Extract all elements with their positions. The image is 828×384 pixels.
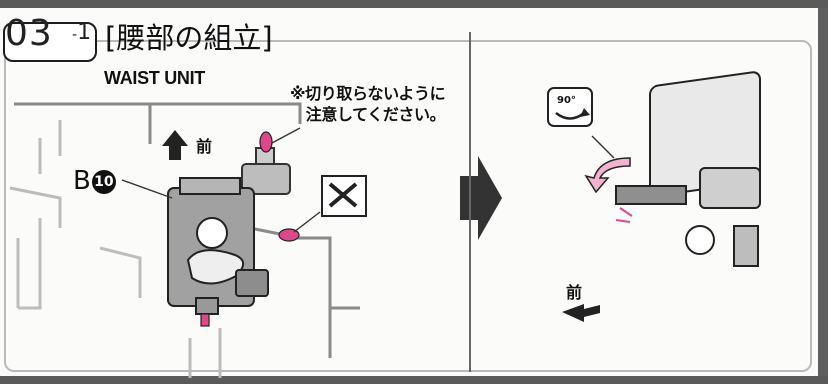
leader-lines xyxy=(121,127,321,233)
rotation-label: 90° xyxy=(557,95,576,106)
front-arrow-right xyxy=(562,304,600,322)
caution-note: ※切り取らないように 注意してください。 xyxy=(290,83,446,125)
front-label-left: 前 xyxy=(196,137,213,156)
step-sub-number: -1 xyxy=(72,20,92,45)
page-edge xyxy=(818,8,828,376)
front-label-right: 前 xyxy=(566,283,583,302)
step-badge xyxy=(3,22,97,62)
panel-divider xyxy=(469,32,471,372)
rotation-arrow xyxy=(584,135,631,194)
caution-line-1: ※切り取らないように xyxy=(290,84,446,103)
part-number-badge: 10 xyxy=(91,169,116,194)
step-frame xyxy=(4,40,812,372)
caution-line-2: 注意してください。 xyxy=(305,105,446,124)
next-arrow xyxy=(460,156,502,240)
waist-part-assembled xyxy=(615,71,761,267)
illustration xyxy=(9,71,761,378)
waist-part-sprue xyxy=(167,147,291,315)
title-japanese: [腰部の組立] xyxy=(105,21,273,55)
rotate-90-icon xyxy=(547,87,593,127)
step-number: 03 xyxy=(5,13,53,54)
nipper-icon xyxy=(321,175,367,217)
front-arrow-left xyxy=(162,130,188,160)
title-english: WAIST UNIT xyxy=(104,68,205,88)
